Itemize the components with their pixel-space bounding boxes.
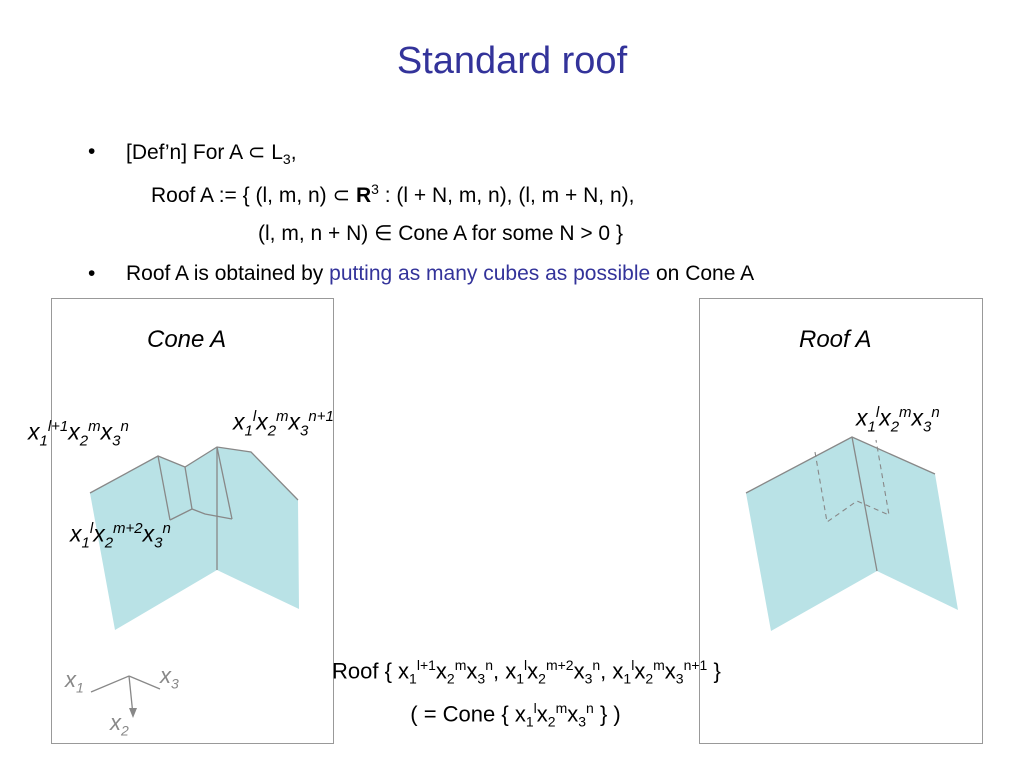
page-title: Standard roof — [396, 40, 628, 82]
roof-surface — [746, 437, 958, 631]
definition-line-2: Roof A := { (l, m, n) ⊂ R3 : (l + N, m, … — [151, 181, 635, 207]
roof-caption: Roof A — [799, 326, 872, 353]
label-roof-top: x1lx2mx3n — [856, 404, 940, 436]
cone-fold-4 — [216, 446, 233, 520]
cone-fold-2 — [184, 466, 193, 510]
roof-formula: Roof { x1l+1x2mx3n, x1lx2m+2x3n, x1lx2mx… — [332, 657, 721, 687]
cone-panel — [51, 298, 334, 744]
roof-hidden-cube — [814, 439, 890, 523]
bullet-2: • — [88, 262, 96, 285]
cone-fold-1 — [157, 455, 171, 521]
axis-label-x2: x2 — [110, 710, 129, 739]
axis-x1-line — [90, 675, 130, 693]
cone-caption: Cone A — [147, 326, 227, 353]
axis-label-x3: x3 — [160, 663, 179, 692]
axis-x2-arrow — [129, 708, 137, 718]
definition-line-1: [Def’n] For A ⊂ L3, — [126, 141, 297, 168]
axis-label-x1: x1 — [65, 667, 84, 696]
roof-panel — [699, 298, 983, 744]
axis-x3-line — [128, 675, 161, 690]
roof-fold — [851, 436, 878, 572]
label-cone-top-left: x1l+1x2mx3n — [28, 418, 129, 450]
roof-description-line: Roof A is obtained by putting as many cu… — [126, 262, 755, 285]
cone-equivalence-formula: ( = Cone { x1lx2mx3n } ) — [410, 700, 621, 730]
label-cone-top-right: x1lx2mx3n+1 — [233, 408, 334, 440]
cone-top-edge — [89, 446, 299, 501]
cone-inner-edge — [169, 508, 233, 521]
bullet-1: • — [88, 140, 96, 163]
cone-surface — [90, 447, 299, 630]
definition-line-3: (l, m, n + N) ∈ Cone A for some N > 0 } — [258, 222, 623, 245]
label-cone-middle: x1lx2m+2x3n — [70, 520, 171, 552]
